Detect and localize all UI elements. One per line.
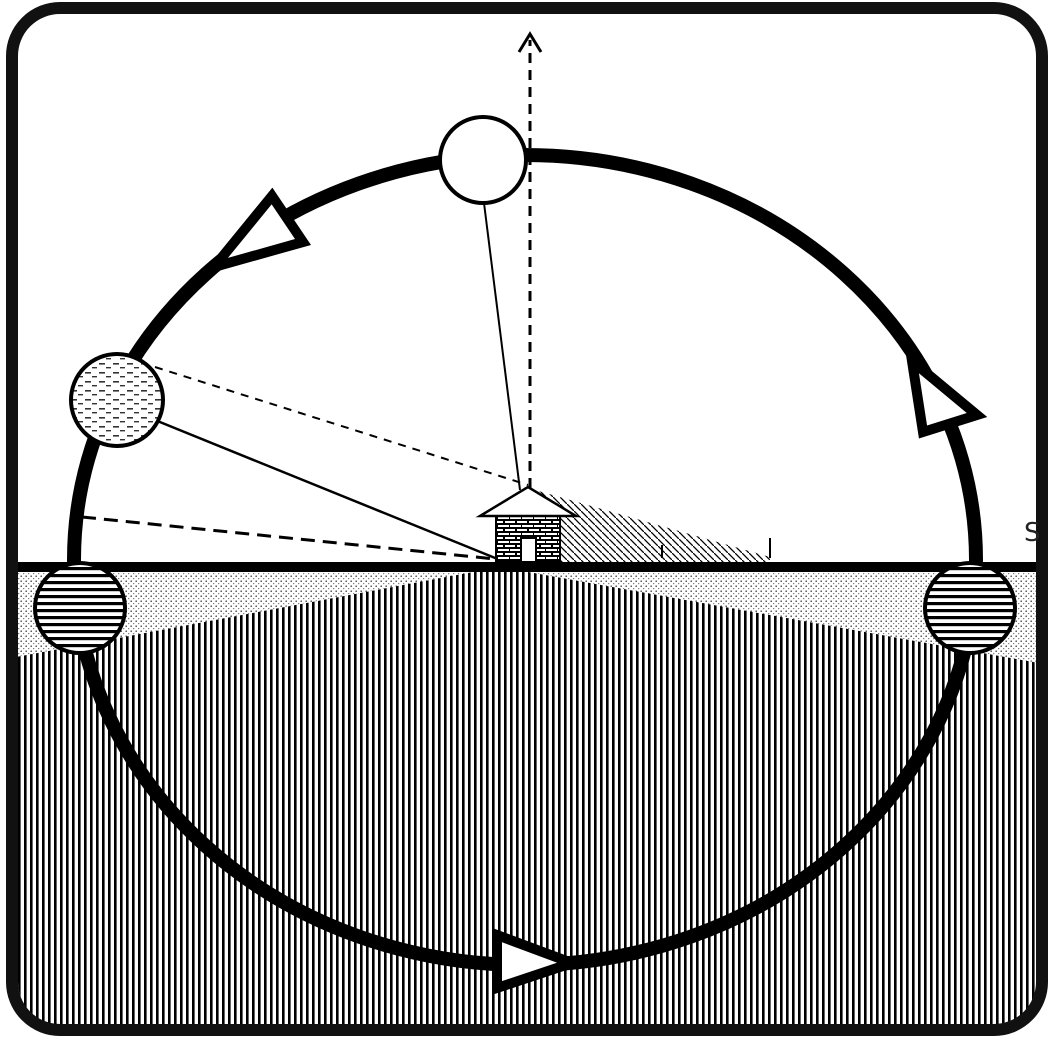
sun-icon (440, 117, 526, 203)
sun-icon (925, 563, 1015, 653)
sun-icon (35, 563, 125, 653)
sun-icon (71, 354, 163, 446)
edge-label: S (1024, 520, 1041, 546)
